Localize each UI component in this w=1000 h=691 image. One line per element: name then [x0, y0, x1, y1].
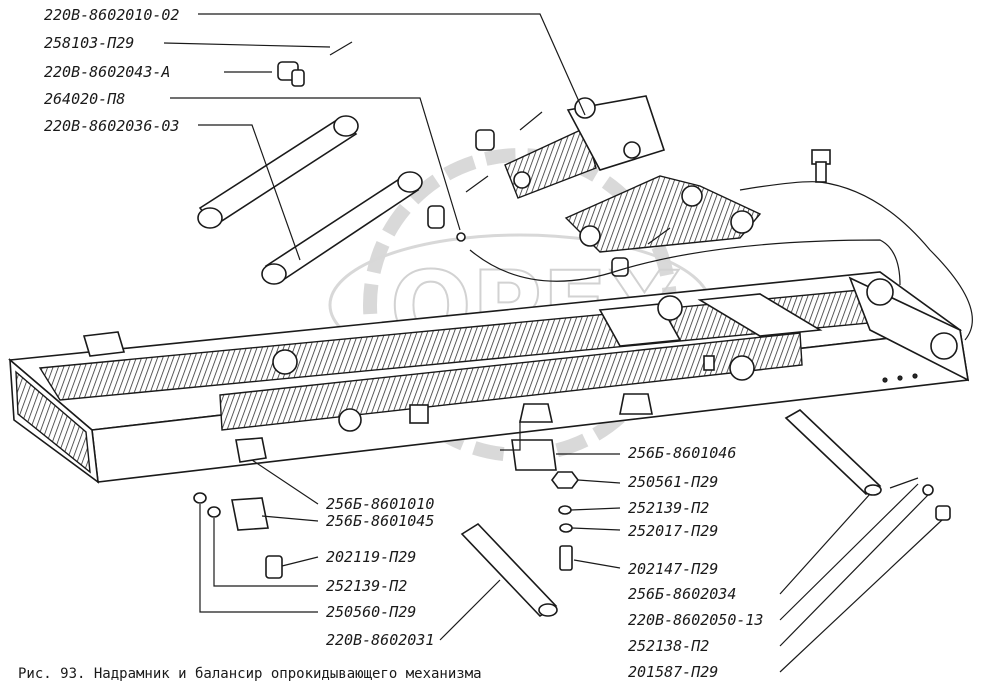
part-label: 220В-8602050-13 [628, 611, 763, 629]
part-label: 252017-П29 [628, 522, 718, 540]
part-label: 220В-8602010-02 [44, 6, 179, 24]
part-label: 256Б-8601010 [326, 495, 434, 513]
subframe-assembly [8, 271, 970, 484]
part-label: 252138-П2 [628, 637, 709, 655]
part-label: 202147-П29 [628, 560, 718, 578]
part-label: 256Б-8602034 [628, 585, 736, 603]
part-labels: 220В-8602010-02 258103-П29 220В-8602043-… [44, 6, 763, 681]
part-label: 252139-П2 [326, 577, 407, 595]
leader-lines [163, 13, 973, 673]
loose-parts [193, 41, 951, 618]
part-label: 201587-П29 [628, 663, 718, 681]
part-label: 220В-8602036-03 [44, 117, 179, 135]
part-label: 202119-П29 [326, 548, 416, 566]
part-label: 252139-П2 [628, 499, 709, 517]
part-label: 250561-П29 [628, 473, 718, 491]
part-label: 264020-П8 [44, 90, 125, 108]
part-label: 220В-8602031 [326, 631, 434, 649]
part-label: 256Б-8601046 [628, 444, 736, 462]
part-label: 256Б-8601045 [326, 512, 434, 530]
part-label: 258103-П29 [44, 34, 134, 52]
part-label: 250560-П29 [326, 603, 416, 621]
part-label: 220В-8602043-А [44, 63, 170, 81]
figure-caption: Рис. 93. Надрамник и балансир опрокидыва… [18, 666, 482, 682]
